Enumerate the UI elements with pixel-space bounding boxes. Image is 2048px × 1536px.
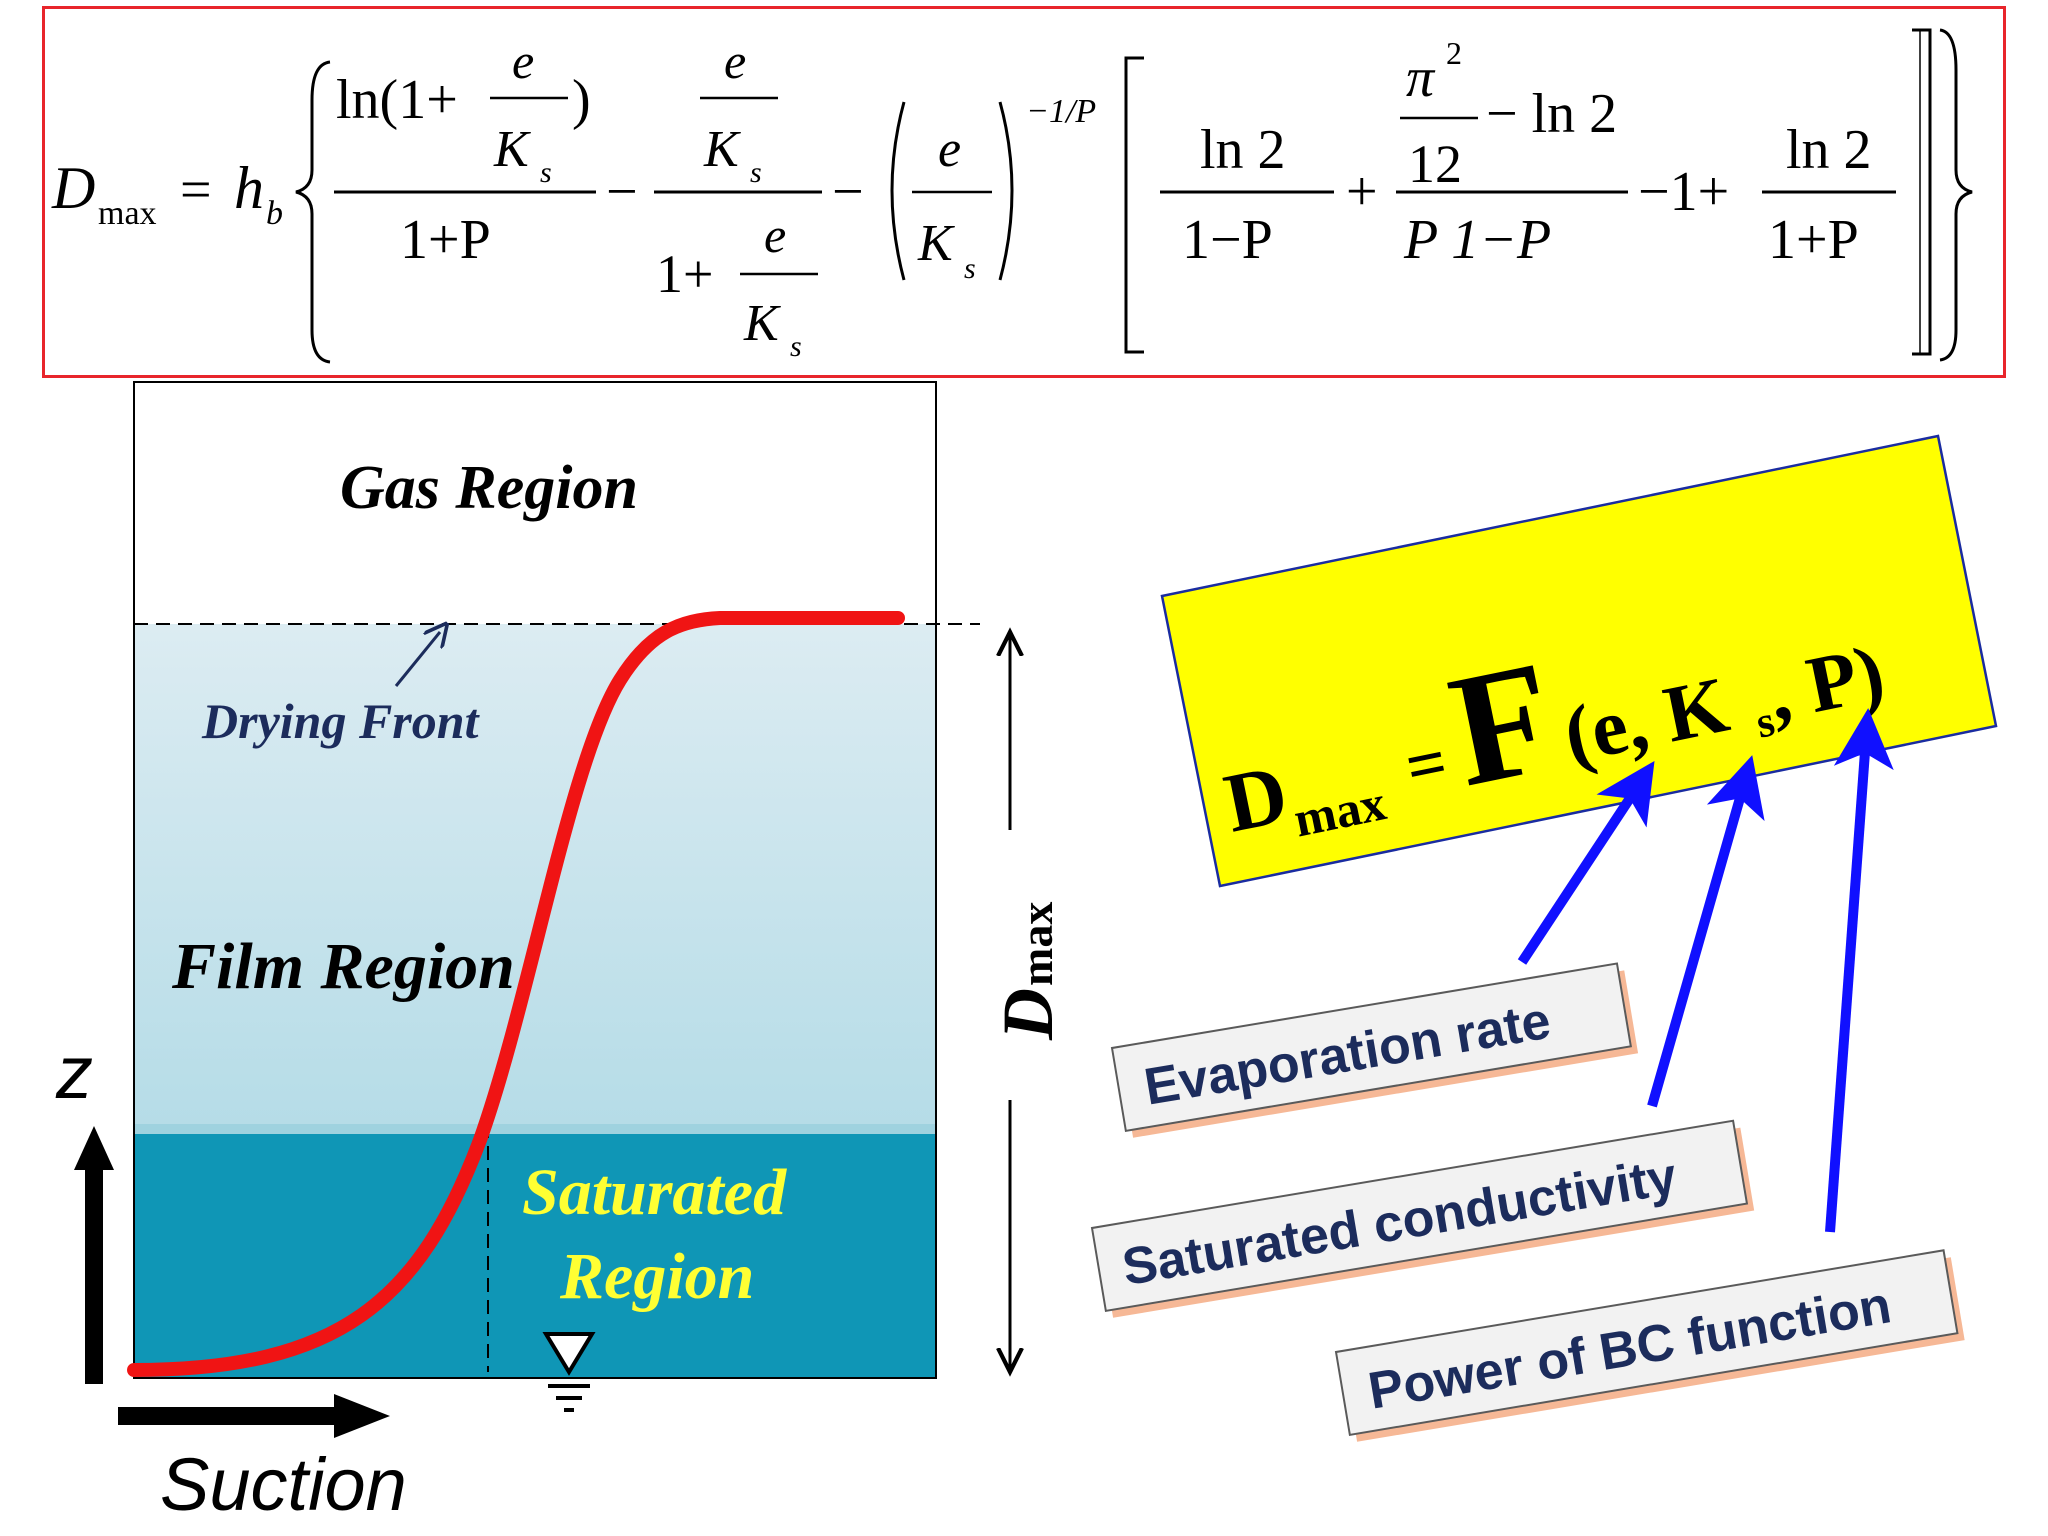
saturated-region-label-2: Region — [559, 1240, 754, 1313]
eq-t2-e: e — [724, 33, 746, 89]
arrow-to-e — [1517, 760, 1655, 965]
eq-t1-k: K — [493, 121, 531, 178]
saturated-region — [134, 1134, 936, 1378]
eq-lhs-d: D — [51, 155, 95, 221]
dmax-label-sub: max — [1011, 902, 1062, 986]
water-table-icon — [542, 1332, 596, 1376]
eq-t3-e: e — [938, 121, 961, 178]
eq-t1-e: e — [512, 33, 534, 89]
eq-t5-den: P 1−P — [1403, 209, 1551, 271]
eq-left-brace — [295, 60, 331, 364]
eq-t1-close: ) — [572, 69, 591, 131]
eq-t2-k: K — [703, 121, 741, 178]
eq-t5-pi: π — [1406, 47, 1436, 109]
eq-t2-k2: K — [743, 295, 781, 352]
saturated-region-label-1: Saturated — [522, 1156, 787, 1229]
eq-plus-1: + — [1346, 161, 1378, 223]
drying-front-label: Drying Front — [201, 693, 481, 749]
eq-hb-sub: b — [266, 195, 283, 232]
eq-lhs-sub: max — [98, 195, 157, 232]
profile-diagram: Gas Region Drying Front Film Region Satu… — [55, 381, 1068, 1526]
eq-equals: = — [180, 159, 212, 221]
dmax-label: D — [988, 988, 1068, 1041]
gas-region-label: Gas Region — [340, 454, 638, 522]
equation: D max = h b ln(1+ e K s ) 1+P − e K s 1+… — [51, 28, 1973, 364]
z-axis-label: z — [55, 1031, 93, 1114]
eq-right-brace — [1939, 28, 1973, 362]
eq-minus-2: − — [832, 161, 864, 223]
eq-t2-ks2: s — [790, 330, 802, 363]
parameter-arrows — [1517, 708, 1894, 1233]
eq-minus-1: − — [606, 161, 638, 223]
drying-front-arrow — [394, 632, 440, 687]
eq-t4-ln2: ln 2 — [1200, 119, 1286, 181]
eq-t2-e2: e — [764, 207, 786, 263]
eq-t6-den: 1+P — [1768, 209, 1859, 271]
eq-t1-den: 1+P — [400, 209, 491, 271]
eq-t1-ks: s — [540, 156, 552, 189]
gas-region — [134, 382, 936, 624]
film-region-label: Film Region — [171, 930, 515, 1003]
diagram-frame — [133, 381, 937, 1379]
eq-t1-ln: ln(1+ — [336, 69, 458, 131]
function-box: D max = F (e, K s , P) — [1160, 434, 1998, 888]
eq-t5-minusln2: − ln 2 — [1486, 83, 1617, 145]
eq-t5-pi2: 2 — [1446, 35, 1462, 71]
eq-minus-one-plus: −1+ — [1638, 161, 1729, 223]
arrow-to-ks — [1647, 755, 1765, 1108]
eq-hb: h — [234, 155, 264, 221]
film-region — [134, 624, 936, 1132]
eq-t6-ln2: ln 2 — [1786, 119, 1872, 181]
eq-t2-oneplus: 1+ — [656, 244, 713, 304]
eq-t3-k: K — [917, 215, 955, 272]
eq-t5-12: 12 — [1408, 134, 1462, 194]
saturation-curve — [127, 611, 905, 1377]
eq-t2-ks: s — [750, 156, 762, 189]
suction-axis-label: Suction — [160, 1443, 407, 1526]
eq-exponent: −1/P — [1026, 93, 1096, 130]
arrow-to-p — [1825, 708, 1894, 1233]
eq-t4-den: 1−P — [1182, 209, 1273, 271]
eq-t3-ks: s — [964, 252, 976, 285]
